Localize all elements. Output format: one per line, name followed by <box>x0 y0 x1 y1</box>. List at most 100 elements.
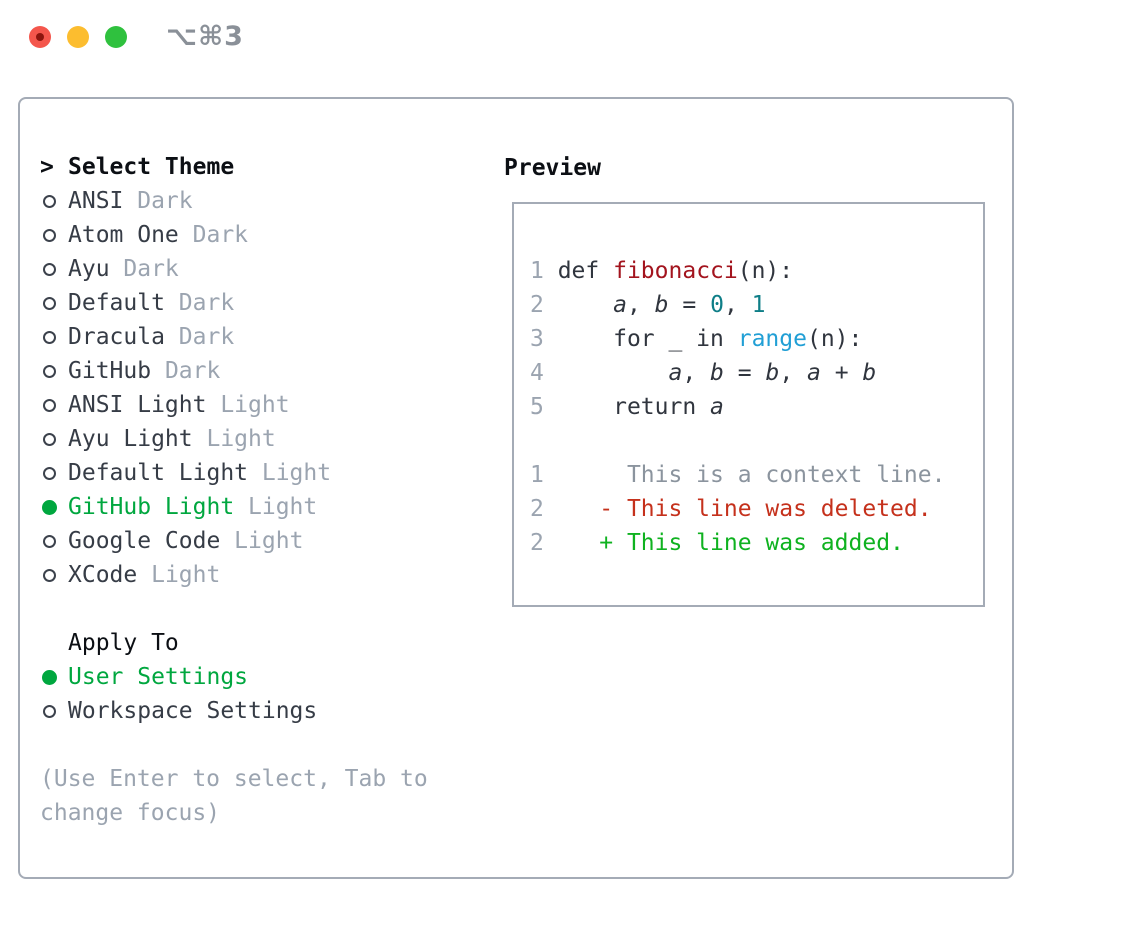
theme-option[interactable]: Ayu Dark <box>40 252 486 286</box>
zoom-button-icon[interactable] <box>105 26 127 48</box>
option-label: ANSI Light <box>68 392 207 418</box>
option-label: Google Code <box>68 528 221 554</box>
radio-unselected-icon <box>43 432 56 446</box>
theme-variant-tag: Light <box>137 562 221 588</box>
theme-option[interactable]: XCode Light <box>40 558 486 592</box>
code-token: (n): <box>737 258 794 284</box>
radio-selected-icon <box>42 669 57 685</box>
code-token <box>544 496 599 522</box>
line-number: 2 <box>530 530 544 556</box>
theme-option[interactable]: Default Dark <box>40 286 486 320</box>
code-token: a <box>613 292 627 318</box>
code-token: 1 <box>751 292 766 318</box>
option-label: XCode <box>68 562 138 588</box>
code-token: b <box>765 360 780 386</box>
code-token: + This line was added. <box>599 530 904 556</box>
option-label: Ayu Light <box>68 426 193 452</box>
theme-variant-tag: Dark <box>164 324 235 350</box>
preview-code-line: 2 + This line was added. <box>530 526 983 560</box>
code-token: b <box>710 360 724 386</box>
apply-to-label: Apply To <box>68 630 179 656</box>
line-number: 4 <box>530 360 544 386</box>
preview-code-line: 2 - This line was deleted. <box>530 492 983 526</box>
theme-variant-tag: Light <box>206 392 290 418</box>
code-token: return <box>543 394 711 420</box>
apply-to-header: Apply To <box>40 626 486 660</box>
code-token: b <box>654 292 669 318</box>
theme-option[interactable]: GitHub Dark <box>40 354 486 388</box>
theme-option[interactable]: Atom One Dark <box>40 218 486 252</box>
code-token: for _ in <box>543 326 738 352</box>
code-token: a <box>710 394 724 420</box>
code-token: = <box>723 360 766 386</box>
theme-option[interactable]: Google Code Light <box>40 524 486 558</box>
theme-option[interactable]: Ayu Light Light <box>40 422 486 456</box>
titlebar: ⌥⌘3 <box>0 0 1140 74</box>
theme-list-header: > Select Theme <box>40 150 486 184</box>
theme-list-title: Select Theme <box>68 154 235 180</box>
code-token: (n): <box>806 326 863 352</box>
spacer <box>40 728 486 762</box>
radio-unselected-icon <box>43 194 56 208</box>
theme-variant-tag: Dark <box>151 358 221 384</box>
code-token: fibonacci <box>613 258 738 284</box>
radio-unselected-icon <box>43 228 56 242</box>
option-label: ANSI <box>68 188 124 214</box>
window-title: ⌥⌘3 <box>166 21 244 52</box>
spacer <box>40 592 486 626</box>
code-token <box>544 360 669 386</box>
radio-selected-icon <box>42 499 57 515</box>
radio-unselected-icon <box>43 296 56 310</box>
preview-code-line: 1 This is a context line. <box>530 458 983 492</box>
selection-cursor-icon: > <box>40 154 54 180</box>
preview-code-line <box>530 424 983 458</box>
theme-option[interactable]: Default Light Light <box>40 456 486 490</box>
code-token: This is a context line. <box>543 462 946 488</box>
theme-variant-tag: Light <box>220 528 304 554</box>
theme-variant-tag: Dark <box>178 222 249 248</box>
option-label: Default Light <box>68 460 249 486</box>
line-number: 3 <box>530 326 544 352</box>
option-label: Dracula <box>68 324 165 350</box>
code-token: + <box>820 360 863 386</box>
code-token <box>544 530 599 556</box>
theme-option[interactable]: Dracula Dark <box>40 320 486 354</box>
line-number: 1 <box>530 462 544 488</box>
theme-option[interactable]: GitHub Light Light <box>40 490 486 524</box>
preview-code-line: 1 def fibonacci(n): <box>530 254 983 288</box>
radio-unselected-icon <box>43 262 56 276</box>
preview-code-line: 4 a, b = b, a + b <box>530 356 983 390</box>
option-label: Workspace Settings <box>68 698 318 724</box>
preview-code-line: 3 for _ in range(n): <box>530 322 983 356</box>
code-token: a <box>668 360 683 386</box>
option-label: Ayu <box>68 256 110 282</box>
line-number: 5 <box>530 394 544 420</box>
theme-variant-tag: Dark <box>109 256 179 282</box>
theme-option[interactable]: ANSI Light Light <box>40 388 486 422</box>
code-token: range <box>737 326 807 352</box>
option-label: User Settings <box>68 664 249 690</box>
option-label: GitHub <box>68 358 152 384</box>
preview-title: Preview <box>504 155 601 181</box>
close-button-icon[interactable] <box>29 26 51 48</box>
code-token: = <box>668 292 711 318</box>
code-token: 0 <box>710 292 724 318</box>
code-token: , <box>723 292 752 318</box>
preview-code-line: 5 return a <box>530 390 983 424</box>
minimize-button-icon[interactable] <box>67 26 89 48</box>
option-label: Default <box>68 290 165 316</box>
theme-variant-tag: Dark <box>123 188 193 214</box>
code-token <box>544 292 613 318</box>
code-token: , <box>626 292 655 318</box>
theme-option[interactable]: ANSI Dark <box>40 184 486 218</box>
radio-unselected-icon <box>43 364 56 378</box>
code-token: def <box>543 258 614 284</box>
apply-to-option[interactable]: User Settings <box>40 660 486 694</box>
preview-code-line: 2 a, b = 0, 1 <box>530 288 983 322</box>
radio-unselected-icon <box>43 330 56 344</box>
apply-to-option[interactable]: Workspace Settings <box>40 694 486 728</box>
